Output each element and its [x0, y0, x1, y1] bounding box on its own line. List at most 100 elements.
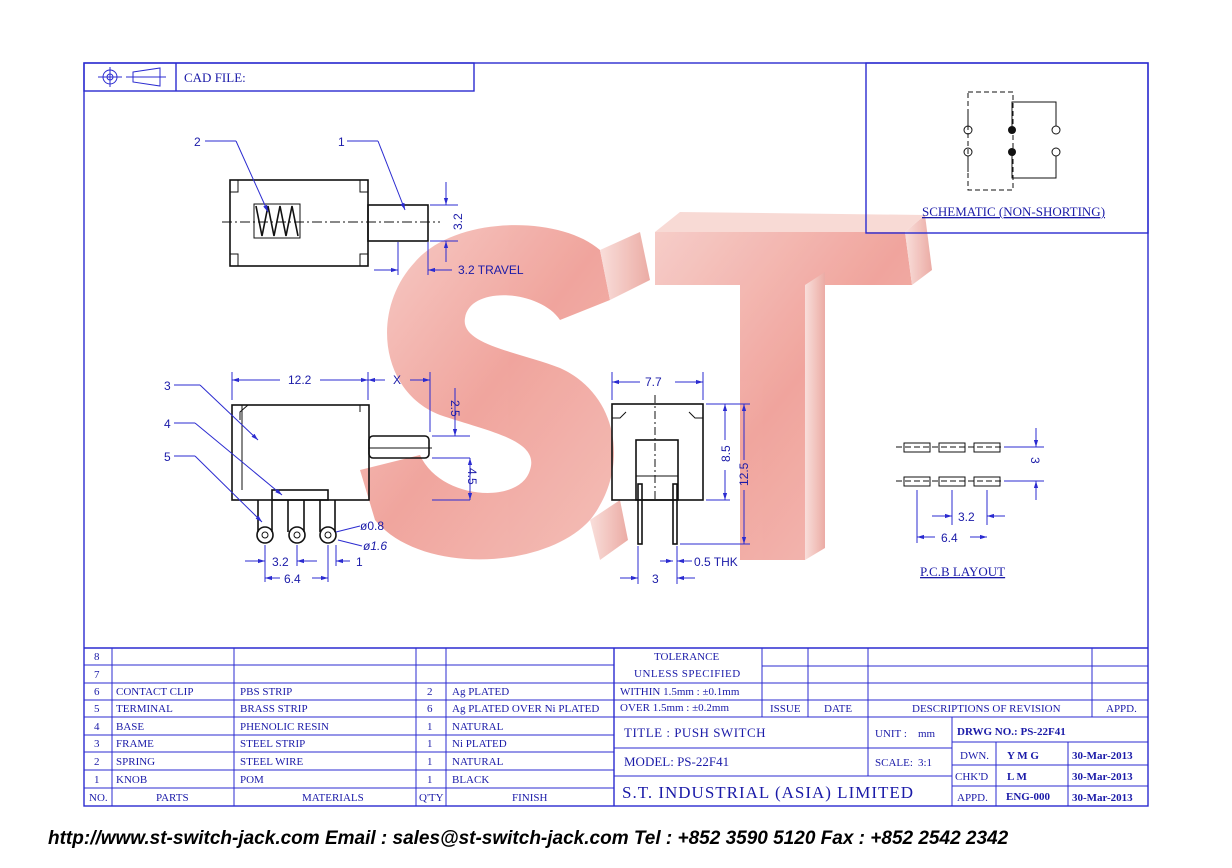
pcb-caption: P.C.B LAYOUT: [920, 564, 1005, 579]
svg-text:Ag PLATED: Ag PLATED: [452, 686, 509, 698]
bom-row: 6 CONTACT CLIP PBS STRIP 2 Ag PLATED: [94, 686, 509, 698]
appd-date: 30-Mar-2013: [1072, 792, 1133, 804]
svg-text:NO.: NO.: [89, 792, 108, 804]
bom-row: 5 TERMINAL BRASS STRIP 6 Ag PLATED OVER …: [94, 703, 599, 715]
contact-footer: http://www.st-switch-jack.com Email : sa…: [48, 828, 1009, 849]
travel-label: 3.2 TRAVEL: [458, 263, 524, 277]
dim-4-5: 4.5: [465, 468, 479, 485]
scale-label: SCALE:: [875, 757, 913, 769]
tolerance-line1: TOLERANCE: [654, 651, 719, 663]
bom-row: 3 FRAME STEEL STRIP 1 Ni PLATED: [94, 738, 507, 750]
callout-3: 3: [164, 379, 171, 393]
svg-text:2: 2: [427, 686, 433, 698]
svg-text:POM: POM: [240, 774, 264, 786]
bom-row: 1 KNOB POM 1 BLACK: [94, 774, 489, 786]
bom-row: 7: [94, 669, 100, 681]
svg-text:SPRING: SPRING: [116, 756, 155, 768]
chkd-label: CHK'D: [955, 771, 988, 783]
dim-2-5: 2.5: [448, 400, 462, 417]
dim-dia-1-6: ø1.6: [363, 539, 387, 553]
pcb-dim-3: 3: [1028, 457, 1042, 464]
svg-text:1: 1: [427, 738, 433, 750]
front-view: [231, 404, 432, 544]
schematic-caption: SCHEMATIC (NON-SHORTING): [922, 204, 1105, 219]
cad-file-label: CAD FILE:: [184, 70, 246, 85]
dim-x: X: [393, 373, 401, 387]
dwn-value: Y M G: [1007, 750, 1039, 762]
svg-text:STEEL WIRE: STEEL WIRE: [240, 756, 304, 768]
svg-text:7: 7: [94, 669, 100, 681]
svg-text:TERMINAL: TERMINAL: [116, 703, 173, 715]
schematic-box: [865, 62, 1149, 234]
dim-12-5: 12.5: [737, 462, 751, 486]
dwn-label: DWN.: [960, 750, 989, 762]
dim-3-2-front: 3.2: [272, 555, 289, 569]
thk-label: 0.5 THK: [694, 555, 738, 569]
svg-text:2: 2: [94, 756, 100, 768]
callout-5: 5: [164, 450, 171, 464]
unit-value: mm: [918, 728, 936, 740]
projection-symbol-icon: [98, 67, 166, 87]
svg-text:MATERIALS: MATERIALS: [302, 792, 364, 804]
dim-dia-0-8: ø0.8: [360, 519, 384, 533]
dim-7-7: 7.7: [645, 375, 662, 389]
company-name: S.T. INDUSTRIAL (ASIA) LIMITED: [622, 783, 914, 802]
model-number: MODEL: PS-22F41: [624, 754, 729, 769]
revision-issue: ISSUE: [770, 703, 801, 715]
chkd-date: 30-Mar-2013: [1072, 771, 1133, 783]
schematic-diagram: [963, 91, 1061, 191]
callout-2: 2: [194, 135, 201, 149]
appd-label: APPD.: [957, 792, 988, 804]
svg-text:STEEL STRIP: STEEL STRIP: [240, 738, 305, 750]
scale-value: 3:1: [918, 757, 932, 769]
svg-text:NATURAL: NATURAL: [452, 721, 504, 733]
svg-text:8: 8: [94, 651, 100, 663]
svg-text:PBS STRIP: PBS STRIP: [240, 686, 292, 698]
revision-date: DATE: [824, 703, 852, 715]
tolerance-over: OVER 1.5mm : ±0.2mm: [620, 702, 729, 714]
pcb-dim-6-4: 6.4: [941, 531, 958, 545]
svg-text:1: 1: [427, 774, 433, 786]
svg-text:FINISH: FINISH: [512, 792, 548, 804]
pcb-dim-3-2: 3.2: [958, 510, 975, 524]
bom-row: 8: [94, 651, 100, 663]
dim-12-2: 12.2: [288, 373, 312, 387]
svg-text:CONTACT CLIP: CONTACT CLIP: [116, 686, 193, 698]
drawing-title: TITLE : PUSH SWITCH: [624, 725, 766, 740]
bom-table: [84, 647, 1148, 806]
tolerance-line2: UNLESS SPECIFIED: [634, 668, 741, 680]
st-watermark: [360, 212, 932, 560]
svg-text:1: 1: [94, 774, 100, 786]
svg-text:NATURAL: NATURAL: [452, 756, 504, 768]
dim-3-end: 3: [652, 572, 659, 586]
callout-4: 4: [164, 417, 171, 431]
svg-text:PHENOLIC RESIN: PHENOLIC RESIN: [240, 721, 329, 733]
svg-text:Q'TY: Q'TY: [419, 792, 444, 804]
callout-1: 1: [338, 135, 345, 149]
bom-rows: 8 7 6 CONTACT CLIP PBS STRIP 2 Ag PLATED…: [89, 651, 599, 804]
svg-text:1: 1: [427, 721, 433, 733]
cad-file-box: [83, 62, 475, 92]
unit-label: UNIT :: [875, 728, 907, 740]
svg-text:1: 1: [427, 756, 433, 768]
svg-text:6: 6: [94, 686, 100, 698]
dim-3-2-side: 3.2: [451, 213, 465, 230]
svg-text:FRAME: FRAME: [116, 738, 154, 750]
svg-text:Ag PLATED OVER Ni PLATED: Ag PLATED OVER Ni PLATED: [452, 703, 599, 715]
svg-text:5: 5: [94, 703, 100, 715]
dwn-date: 30-Mar-2013: [1072, 750, 1133, 762]
bom-row: 2 SPRING STEEL WIRE 1 NATURAL: [94, 756, 504, 768]
dim-1-front: 1: [356, 555, 363, 569]
bom-header: NO. PARTS MATERIALS Q'TY FINISH: [89, 792, 548, 804]
sheet-border: [83, 62, 1149, 807]
svg-text:PARTS: PARTS: [156, 792, 189, 804]
chkd-value: L M: [1007, 771, 1027, 783]
appd-value: ENG-000: [1006, 791, 1051, 803]
revision-descriptions: DESCRIPTIONS OF REVISION: [912, 703, 1061, 715]
end-view: [611, 395, 704, 545]
svg-text:KNOB: KNOB: [116, 774, 147, 786]
svg-text:Ni PLATED: Ni PLATED: [452, 738, 507, 750]
svg-text:4: 4: [94, 721, 100, 733]
svg-text:6: 6: [427, 703, 433, 715]
